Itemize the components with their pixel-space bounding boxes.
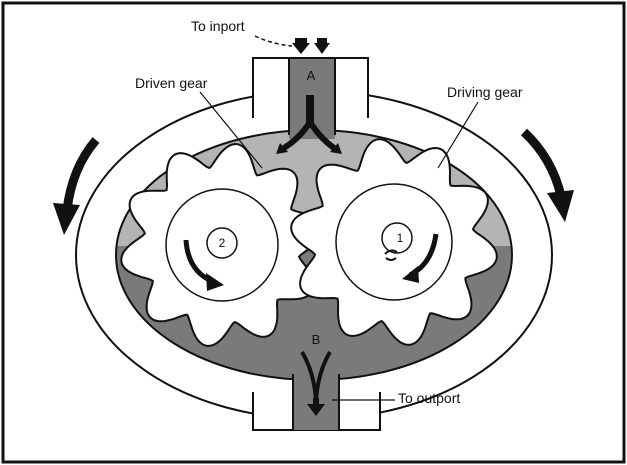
left-outer-rotation-arrow-icon (62, 137, 100, 211)
inlet-flow-arrow-icon (276, 95, 342, 154)
right-outer-arrowhead-icon (547, 190, 574, 222)
driven-gear-leader-line (199, 91, 263, 169)
to-inport-label: To inport (191, 18, 245, 34)
driving-gear-number: 1 (397, 231, 404, 245)
gear-spin-mark-icon (384, 249, 398, 261)
port-a-label: A (307, 68, 316, 83)
left-outer-arrowhead-icon (53, 203, 80, 235)
driven-gear-number: 2 (219, 236, 226, 250)
driven-gear: 2 (120, 143, 324, 347)
inport-arrow-right-icon (314, 38, 330, 54)
inport-arrow-left-icon (292, 38, 310, 54)
to-outport-label: To outport (398, 390, 460, 406)
port-b-label: B (312, 332, 321, 347)
driven-gear-label: Driven gear (135, 75, 208, 91)
driven-gear-rotation-arrowhead-icon (206, 273, 224, 291)
driving-gear-label: Driving gear (447, 84, 523, 100)
inport-leader-line (254, 35, 293, 47)
driving-gear: 1 (290, 138, 498, 346)
right-outer-rotation-arrow-icon (520, 128, 566, 198)
outlet-flow-arrow-icon (300, 350, 332, 416)
driving-gear-rotation-arrowhead-icon (402, 266, 419, 283)
driving-gear-leader-line (437, 101, 479, 169)
